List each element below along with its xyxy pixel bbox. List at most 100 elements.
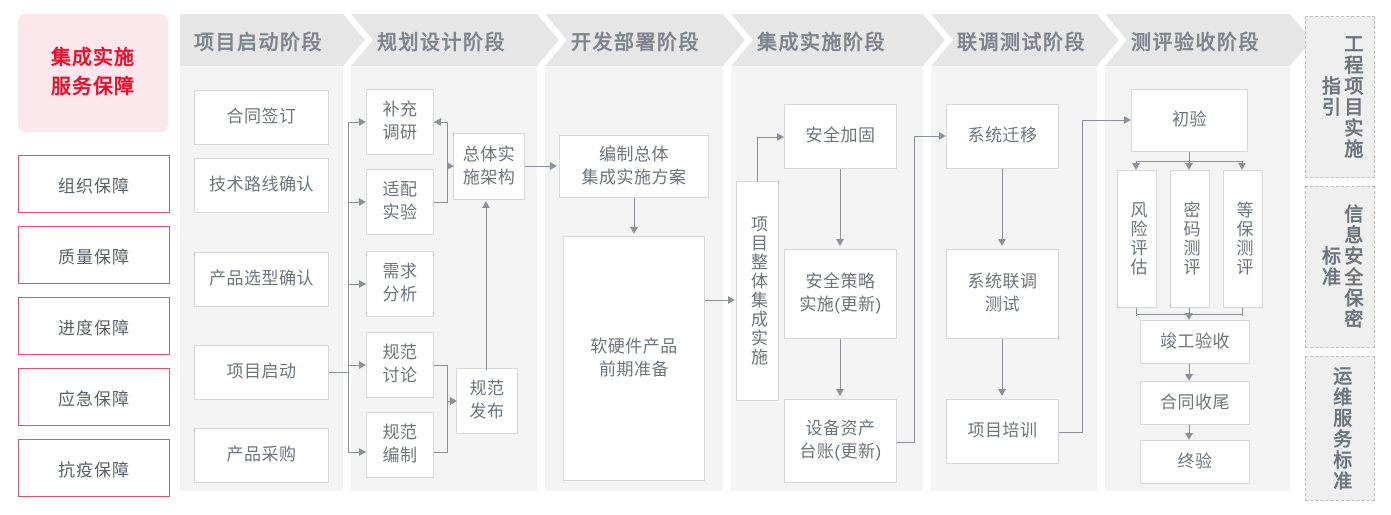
node-tech-route-confirm[interactable]: 技术路线确认 xyxy=(194,158,329,213)
node-overall-integration[interactable]: 项目整体集成实施 xyxy=(736,181,779,401)
standard-om-service[interactable]: 运维服务标准 xyxy=(1305,356,1375,501)
connector-migration-to-joint-test xyxy=(1002,169,1004,240)
connector-kickoff-stub xyxy=(329,372,349,374)
sidebar-item-emergency[interactable]: 应急保障 xyxy=(18,368,170,426)
node-adaptation-experiment[interactable]: 适配实验 xyxy=(366,169,434,235)
arrowhead-preliminary-acceptance xyxy=(1124,116,1131,124)
arrowhead-overall-integration xyxy=(728,296,735,304)
connector-mlps-out xyxy=(1242,308,1244,316)
node-spec-drafting[interactable]: 规范编制 xyxy=(366,412,434,478)
node-final-acceptance[interactable]: 终验 xyxy=(1140,440,1250,484)
node-overall-architecture[interactable]: 总体实施架构 xyxy=(453,133,525,200)
arrowhead-project-training xyxy=(998,389,1006,396)
arrowhead-compile-overall-plan xyxy=(550,162,557,170)
sidebar-item-label: 质量保障 xyxy=(58,247,130,267)
sidebar-item-label: 进度保障 xyxy=(58,318,130,338)
connector-plan-to-preparation xyxy=(634,198,636,228)
phase-header-joint-test: 联调测试阶段 xyxy=(931,14,1119,66)
connector-joint-test-to-training xyxy=(1002,339,1004,390)
connector-bracket-spec-release xyxy=(447,365,449,453)
sidebar-item-schedule[interactable]: 进度保障 xyxy=(18,297,170,355)
arrowhead-requirement-analysis xyxy=(359,280,366,288)
node-hw-sw-preparation[interactable]: 软硬件产品前期准备 xyxy=(563,236,705,481)
arrowhead-mlps-evaluation xyxy=(1238,163,1246,170)
connector-training-out xyxy=(1059,432,1083,434)
arrowhead-completion-acceptance xyxy=(1185,313,1193,320)
diagram-title: 集成实施 服务保障 xyxy=(18,14,168,132)
arrowhead-overall-architecture-up xyxy=(482,201,490,208)
arrowhead-asset-ledger-update xyxy=(836,389,844,396)
phase-header-acceptance: 测评验收阶段 xyxy=(1105,14,1312,66)
node-spec-discussion[interactable]: 规范讨论 xyxy=(366,332,434,398)
connector-to-requirement-analysis xyxy=(348,284,360,286)
connector-risk-out xyxy=(1136,308,1138,316)
arrowhead-hw-sw-preparation xyxy=(630,227,638,234)
arrowhead-supplementary-research xyxy=(359,118,366,126)
node-security-hardening[interactable]: 安全加固 xyxy=(784,104,897,169)
arrowhead-security-hardening xyxy=(777,133,784,141)
node-requirement-analysis[interactable]: 需求分析 xyxy=(366,251,434,317)
node-supplementary-research[interactable]: 补充调研 xyxy=(366,89,434,155)
connector-spec-discussion-out xyxy=(434,365,448,367)
connector-ledger-riser xyxy=(914,136,916,443)
node-contract-signing[interactable]: 合同签订 xyxy=(194,90,329,145)
arrowhead-system-joint-test xyxy=(998,239,1006,246)
node-crypto-evaluation[interactable]: 密码测评 xyxy=(1170,170,1210,308)
connector-preliminary-down xyxy=(1189,152,1191,162)
node-completion-acceptance[interactable]: 竣工验收 xyxy=(1140,320,1250,364)
arrowhead-contract-closure xyxy=(1185,374,1193,381)
node-contract-closure[interactable]: 合同收尾 xyxy=(1140,381,1250,425)
connector-preparation-to-integration xyxy=(705,300,729,302)
node-security-policy-update[interactable]: 安全策略实施(更新) xyxy=(784,249,897,339)
standard-info-security-confidentiality[interactable]: 信息安全保密标准 xyxy=(1305,186,1375,348)
node-project-kickoff[interactable]: 项目启动 xyxy=(194,345,329,400)
node-product-selection-confirm[interactable]: 产品选型确认 xyxy=(194,252,329,307)
connector-integration-to-hardening xyxy=(757,137,778,139)
connector-ledger-to-migration xyxy=(914,136,940,138)
arrowhead-adaptation-experiment xyxy=(359,198,366,206)
sidebar-item-organization[interactable]: 组织保障 xyxy=(18,155,170,213)
standard-engineering-project-guide[interactable]: 工程项目实施指引 xyxy=(1305,16,1375,178)
node-spec-release[interactable]: 规范发布 xyxy=(456,368,518,434)
connector-spine-planning xyxy=(348,122,350,452)
connector-to-spec-drafting xyxy=(348,452,360,454)
diagram-title-line-1: 集成实施 xyxy=(51,47,135,69)
node-product-procurement[interactable]: 产品采购 xyxy=(194,428,329,483)
arrowhead-spec-drafting xyxy=(359,448,366,456)
connector-research-out xyxy=(434,122,448,124)
node-asset-ledger-update[interactable]: 设备资产台账(更新) xyxy=(784,399,897,483)
node-mlps-evaluation[interactable]: 等保测评 xyxy=(1223,170,1263,308)
connector-policy-to-ledger xyxy=(840,339,842,390)
phase-header-startup: 项目启动阶段 xyxy=(180,14,365,66)
arrowhead-supplementary-research-back xyxy=(434,118,441,126)
sidebar-item-epidemic[interactable]: 抗疫保障 xyxy=(18,439,170,497)
connector-to-spec-discussion xyxy=(348,365,360,367)
connector-bracket-spec-release-stub xyxy=(447,401,452,403)
connector-completion-to-closure xyxy=(1189,364,1191,375)
connector-architecture-to-plan xyxy=(525,166,551,168)
connector-training-riser xyxy=(1082,120,1084,433)
phase-header-deployment: 开发部署阶段 xyxy=(545,14,745,66)
connector-to-supplementary-research xyxy=(348,122,360,124)
connector-spec-release-to-architecture xyxy=(486,208,488,370)
node-preliminary-acceptance[interactable]: 初验 xyxy=(1131,89,1248,152)
node-system-joint-test[interactable]: 系统联调测试 xyxy=(946,249,1059,339)
connector-training-to-preliminary xyxy=(1082,120,1125,122)
diagram-title-line-2: 服务保障 xyxy=(51,76,135,98)
arrowhead-spec-release xyxy=(450,397,457,405)
node-compile-overall-plan[interactable]: 编制总体集成实施方案 xyxy=(559,135,709,198)
sidebar-item-label: 抗疫保障 xyxy=(58,460,130,480)
arrowhead-final-acceptance xyxy=(1185,433,1193,440)
arrowhead-overall-architecture xyxy=(447,162,454,170)
arrowhead-risk-assessment xyxy=(1132,163,1140,170)
sidebar-item-quality[interactable]: 质量保障 xyxy=(18,226,170,284)
node-risk-assessment[interactable]: 风险评估 xyxy=(1117,170,1157,308)
node-system-migration[interactable]: 系统迁移 xyxy=(946,104,1059,169)
connector-crypto-out xyxy=(1189,308,1191,316)
node-project-training[interactable]: 项目培训 xyxy=(946,399,1059,464)
phase-header-planning: 规划设计阶段 xyxy=(351,14,559,66)
connector-ledger-out xyxy=(897,442,915,444)
connector-to-adaptation-experiment xyxy=(348,202,360,204)
phase-header-integration: 集成实施阶段 xyxy=(731,14,945,66)
